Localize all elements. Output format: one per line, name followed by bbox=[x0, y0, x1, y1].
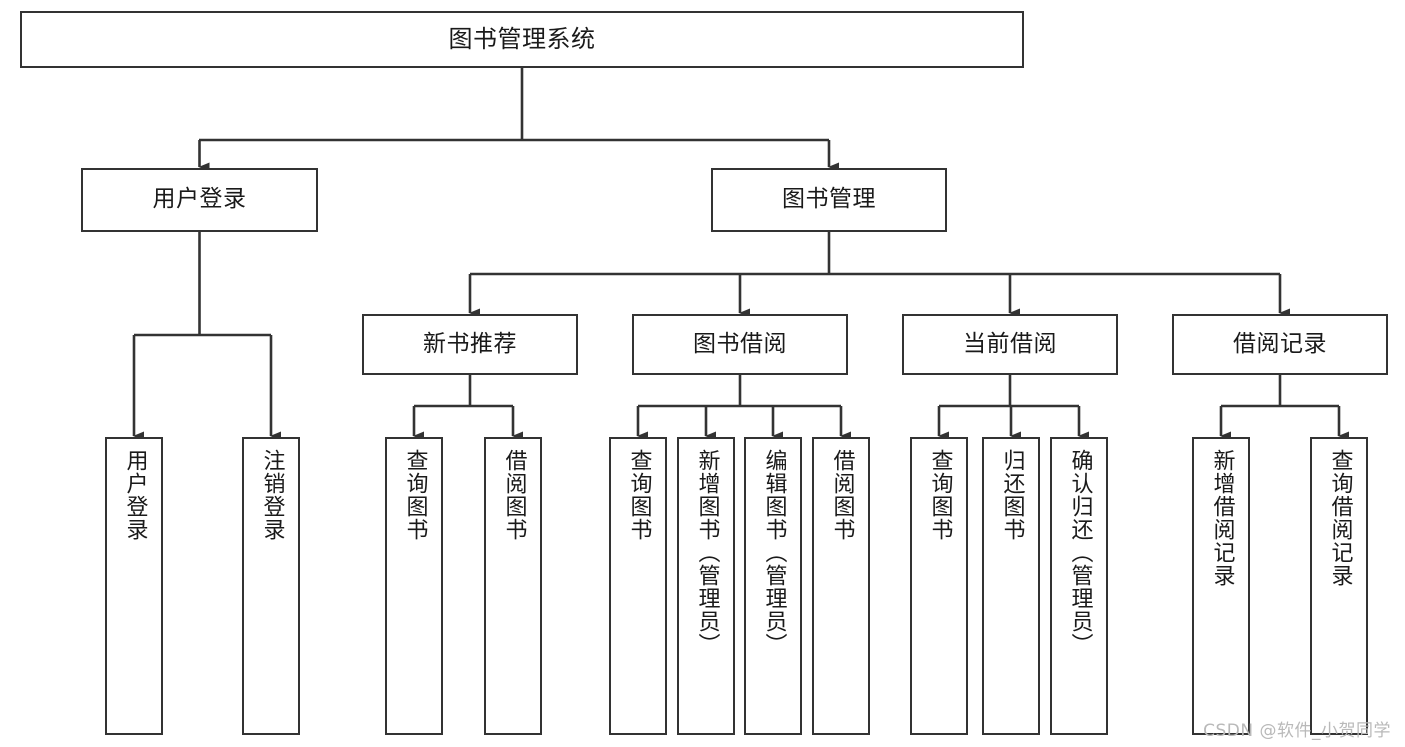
node-leaf-rec-borrow[interactable]: 借阅图书 bbox=[484, 437, 542, 735]
node-leaf-user-logout[interactable]: 注销登录 bbox=[242, 437, 300, 735]
node-label-leaf-user-login: 用户登录 bbox=[122, 449, 148, 541]
node-user-login[interactable]: 用户登录 bbox=[81, 168, 318, 232]
node-label-leaf-rec-query: 查询图书 bbox=[402, 449, 428, 541]
node-label-leaf-rec-borrow: 借阅图书 bbox=[501, 449, 527, 541]
node-leaf-cb-return[interactable]: 归还图书 bbox=[982, 437, 1040, 735]
node-label-leaf-br-add: 新增借阅记录 bbox=[1209, 449, 1235, 587]
node-label-leaf-br-query: 查询借阅记录 bbox=[1327, 449, 1353, 587]
node-leaf-cb-query[interactable]: 查询图书 bbox=[910, 437, 968, 735]
node-label-leaf-bb-add: 新增图书（管理员） bbox=[694, 449, 720, 656]
node-label-book-borrow: 图书借阅 bbox=[693, 330, 787, 357]
node-label-user-login: 用户登录 bbox=[152, 186, 247, 213]
node-label-book-manage: 图书管理 bbox=[782, 186, 876, 213]
node-leaf-user-login[interactable]: 用户登录 bbox=[105, 437, 163, 735]
node-leaf-bb-add[interactable]: 新增图书（管理员） bbox=[677, 437, 735, 735]
node-leaf-bb-query[interactable]: 查询图书 bbox=[609, 437, 667, 735]
node-label-leaf-cb-query: 查询图书 bbox=[927, 449, 953, 541]
node-new-book-rec[interactable]: 新书推荐 bbox=[362, 314, 578, 375]
node-label-root: 图书管理系统 bbox=[448, 25, 596, 54]
node-book-manage[interactable]: 图书管理 bbox=[711, 168, 947, 232]
node-leaf-br-query[interactable]: 查询借阅记录 bbox=[1310, 437, 1368, 735]
csdn-watermark: CSDN @软件_小贺同学 bbox=[1203, 721, 1391, 741]
node-leaf-rec-query[interactable]: 查询图书 bbox=[385, 437, 443, 735]
node-label-leaf-bb-query: 查询图书 bbox=[626, 449, 652, 541]
node-leaf-br-add[interactable]: 新增借阅记录 bbox=[1192, 437, 1250, 735]
node-leaf-bb-edit[interactable]: 编辑图书（管理员） bbox=[744, 437, 802, 735]
node-label-leaf-bb-edit: 编辑图书（管理员） bbox=[761, 449, 787, 656]
node-leaf-cb-confirm[interactable]: 确认归还（管理员） bbox=[1050, 437, 1108, 735]
node-label-current-borrow: 当前借阅 bbox=[963, 330, 1057, 357]
node-label-leaf-cb-confirm: 确认归还（管理员） bbox=[1067, 449, 1093, 656]
node-label-new-book-rec: 新书推荐 bbox=[423, 330, 517, 357]
node-label-borrow-record: 借阅记录 bbox=[1233, 330, 1327, 357]
node-label-leaf-bb-borrow: 借阅图书 bbox=[829, 449, 855, 541]
node-label-leaf-user-logout: 注销登录 bbox=[259, 449, 285, 541]
node-leaf-bb-borrow[interactable]: 借阅图书 bbox=[812, 437, 870, 735]
node-label-leaf-cb-return: 归还图书 bbox=[999, 449, 1025, 541]
node-root[interactable]: 图书管理系统 bbox=[20, 11, 1024, 68]
node-current-borrow[interactable]: 当前借阅 bbox=[902, 314, 1118, 375]
node-book-borrow[interactable]: 图书借阅 bbox=[632, 314, 848, 375]
node-borrow-record[interactable]: 借阅记录 bbox=[1172, 314, 1388, 375]
